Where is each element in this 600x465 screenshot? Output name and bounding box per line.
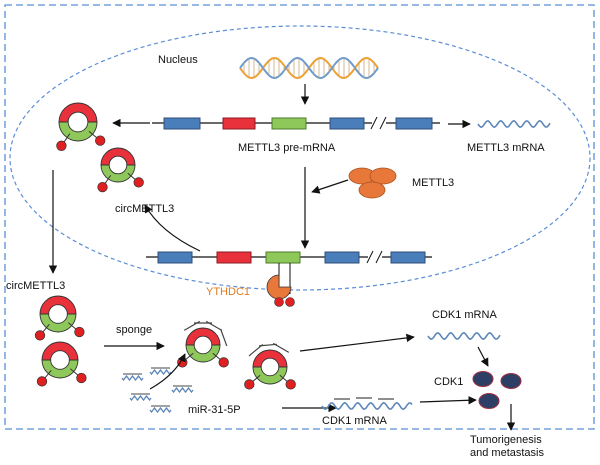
- ythdc1-label: YTHDC1: [206, 286, 250, 298]
- mettl3-label: METTL3: [412, 177, 454, 189]
- translation-arrow-bottom: [419, 396, 477, 405]
- circrna-icon: [56, 102, 106, 151]
- mrna-wave-icon: [321, 401, 413, 411]
- circrna-green-segment: [100, 164, 136, 183]
- circrna-green-segment: [39, 313, 77, 333]
- m6a-site: [97, 181, 108, 193]
- mir-label: miR-31-5P: [188, 404, 241, 416]
- cdk1-mrna-bottom-label: CDK1 mRNA: [322, 415, 387, 427]
- m6a-site: [218, 357, 229, 368]
- cdk1-mrna-top-label: CDK1 mRNA: [432, 309, 497, 321]
- free-mirna: [149, 368, 172, 376]
- circrna-red-segment: [252, 349, 288, 368]
- free-mirna: [171, 386, 194, 394]
- free-mirna: [121, 374, 144, 382]
- mettl3-protein-icon: [348, 167, 397, 199]
- mrna-wave-icon: [477, 119, 551, 129]
- m6a-site: [285, 379, 296, 390]
- exon-red: [222, 117, 256, 130]
- methylated-pre-mrna: [146, 250, 432, 294]
- bound-mirna: [205, 320, 223, 331]
- circrna-green-segment: [252, 366, 288, 385]
- sponge-label: sponge: [116, 324, 152, 336]
- m6a-site: [36, 376, 48, 387]
- pre-mrna-label: METTL3 pre-mRNA: [238, 142, 336, 154]
- bound-mirna: [220, 328, 228, 347]
- mrna-wave-icon: [427, 331, 501, 341]
- ythdc1-protein-icon: [266, 274, 295, 307]
- circrna-green-segment: [41, 359, 79, 379]
- circrna-red-segment: [41, 341, 79, 361]
- circrna-icon: [244, 342, 296, 390]
- circrna-red-segment: [58, 102, 98, 123]
- release-arrow: [299, 333, 415, 352]
- circrna-green-segment: [185, 344, 221, 363]
- exon-5: [395, 117, 433, 130]
- bound-mirna: [272, 342, 290, 353]
- mirna-icon: [121, 367, 194, 414]
- circrna-icon: [177, 320, 229, 368]
- m6a-site: [76, 372, 87, 384]
- exon-4: [329, 117, 365, 130]
- outcome-line-2: and metastasis: [470, 447, 544, 459]
- cdk1-label: CDK1: [434, 376, 463, 388]
- nucleus-label: Nucleus: [158, 54, 198, 66]
- export-arrow: [144, 204, 201, 252]
- methylation-arrow: [311, 179, 349, 194]
- m6a-site: [95, 135, 106, 146]
- bound-mirna: [259, 343, 278, 347]
- m6a-site: [74, 326, 85, 338]
- circrna-red-segment: [39, 295, 77, 315]
- dna-helix-icon: [239, 56, 379, 80]
- free-mirna: [129, 394, 152, 402]
- m6a-site: [56, 140, 67, 151]
- circrna-icon: [34, 295, 85, 341]
- mettl3-mrna-label: METTL3 mRNA: [467, 142, 545, 154]
- free-mirna: [149, 406, 172, 414]
- cdk1-protein-icon: [472, 371, 522, 409]
- circrna-icon: [36, 341, 87, 387]
- m6a-site: [244, 379, 255, 390]
- circmettl3-cytoplasm-label: circMETTL3: [6, 280, 65, 292]
- exon-green: [271, 117, 307, 130]
- circmettl3-nuclear-label: circMETTL3: [115, 203, 174, 215]
- outcome-line-1: Tumorigenesis: [470, 434, 542, 446]
- circrna-red-segment: [100, 147, 136, 166]
- circrna-green-segment: [58, 121, 98, 142]
- pre-mrna-gene: [152, 116, 440, 130]
- circrna-icon: [97, 147, 144, 193]
- m6a-site: [34, 330, 46, 341]
- translation-arrow-top: [477, 346, 489, 367]
- exon-1: [163, 117, 201, 130]
- m6a-site: [133, 177, 144, 188]
- nucleus-boundary: [9, 25, 591, 291]
- circrna-red-segment: [185, 327, 221, 346]
- cell-boundary: [4, 4, 595, 430]
- binding-arrow: [149, 353, 186, 390]
